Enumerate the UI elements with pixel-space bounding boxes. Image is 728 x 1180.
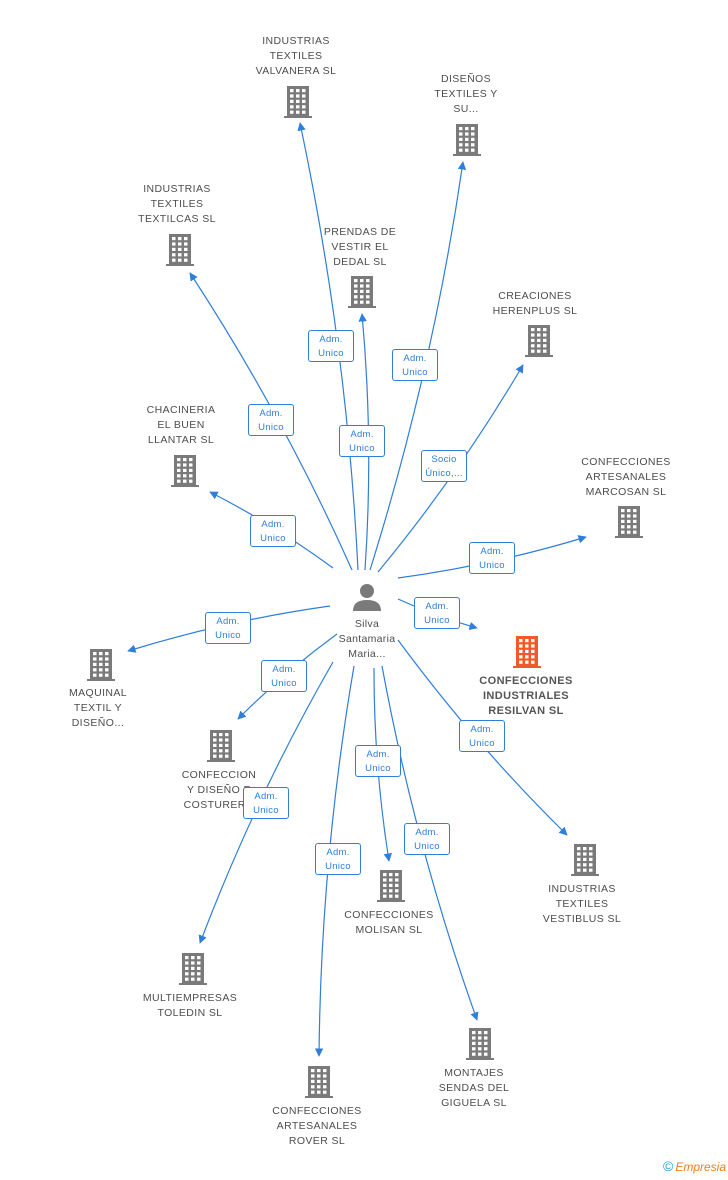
building-icon[interactable]	[525, 325, 553, 357]
company-label-toledin[interactable]: MULTIEMPRESAS TOLEDIN SL	[142, 992, 238, 1019]
company-label-maquinal[interactable]: MAQUINAL TEXTIL Y DISEÑO...	[68, 687, 128, 729]
building-icon[interactable]	[466, 1028, 494, 1060]
footer-brand: ©Empresia	[663, 1158, 726, 1174]
role-badge-toledin[interactable]: Adm. Unico	[243, 787, 289, 819]
company-label-dedal[interactable]: PRENDAS DE VESTIR EL DEDAL SL	[323, 226, 397, 268]
building-icon[interactable]	[284, 86, 312, 118]
company-label-disenos[interactable]: DISEÑOS TEXTILES Y SU...	[434, 73, 498, 115]
role-badge-chacineria[interactable]: Adm. Unico	[250, 515, 296, 547]
company-label-molisan[interactable]: CONFECCIONES MOLISAN SL	[344, 909, 434, 936]
role-badge-montajes[interactable]: Adm. Unico	[404, 823, 450, 855]
role-badge-maquinal[interactable]: Adm. Unico	[205, 612, 251, 644]
company-label-chacineria[interactable]: CHACINERIA EL BUEN LLANTAR SL	[146, 404, 216, 446]
person-name[interactable]: Silva Santamaria Maria...	[338, 618, 396, 660]
company-label-valvanera[interactable]: INDUSTRIAS TEXTILES VALVANERA SL	[255, 35, 337, 77]
company-label-montajes[interactable]: MONTAJES SENDAS DEL GIGUELA SL	[438, 1067, 510, 1109]
company-label-costurero[interactable]: CONFECCION Y DISEÑO E COSTURERO	[181, 769, 257, 811]
company-label-vestiblus[interactable]: INDUSTRIAS TEXTILES VESTIBLUS SL	[542, 883, 622, 925]
building-icon[interactable]	[305, 1066, 333, 1098]
company-label-marcosan[interactable]: CONFECCIONES ARTESANALES MARCOSAN SL	[581, 456, 671, 498]
company-label-resilvan[interactable]: CONFECCIONES INDUSTRIALES RESILVAN SL	[479, 675, 573, 717]
company-label-textilcas[interactable]: INDUSTRIAS TEXTILES TEXTILCAS SL	[138, 183, 216, 225]
company-label-herenplus[interactable]: CREACIONES HERENPLUS SL	[492, 290, 578, 317]
role-badge-rover[interactable]: Adm. Unico	[315, 843, 361, 875]
building-icon[interactable]	[207, 730, 235, 762]
role-badge-dedal[interactable]: Adm. Unico	[339, 425, 385, 457]
role-badge-marcosan[interactable]: Adm. Unico	[469, 542, 515, 574]
role-badge-resilvan[interactable]: Adm. Unico	[414, 597, 460, 629]
building-icon[interactable]	[513, 636, 541, 668]
building-icon[interactable]	[179, 953, 207, 985]
building-icon[interactable]	[377, 870, 405, 902]
role-badge-molisan[interactable]: Adm. Unico	[355, 745, 401, 777]
building-icon[interactable]	[87, 649, 115, 681]
role-badge-vestiblus[interactable]: Adm. Unico	[459, 720, 505, 752]
role-badge-valvanera[interactable]: Adm. Unico	[308, 330, 354, 362]
building-icon[interactable]	[348, 276, 376, 308]
building-icon[interactable]	[171, 455, 199, 487]
building-icon[interactable]	[571, 844, 599, 876]
company-label-rover[interactable]: CONFECCIONES ARTESANALES ROVER SL	[272, 1105, 362, 1147]
building-icon[interactable]	[615, 506, 643, 538]
building-icon[interactable]	[166, 234, 194, 266]
building-icon[interactable]	[453, 124, 481, 156]
brand-name: Empresia	[675, 1160, 726, 1174]
copyright-icon: ©	[662, 1158, 674, 1174]
role-badge-costurero[interactable]: Adm. Unico	[261, 660, 307, 692]
person-icon[interactable]	[353, 584, 381, 611]
role-badge-herenplus[interactable]: Socio Único,...	[421, 450, 467, 482]
buildings-layer	[87, 86, 643, 1098]
role-badge-textilcas[interactable]: Adm. Unico	[248, 404, 294, 436]
role-badge-disenos[interactable]: Adm. Unico	[392, 349, 438, 381]
